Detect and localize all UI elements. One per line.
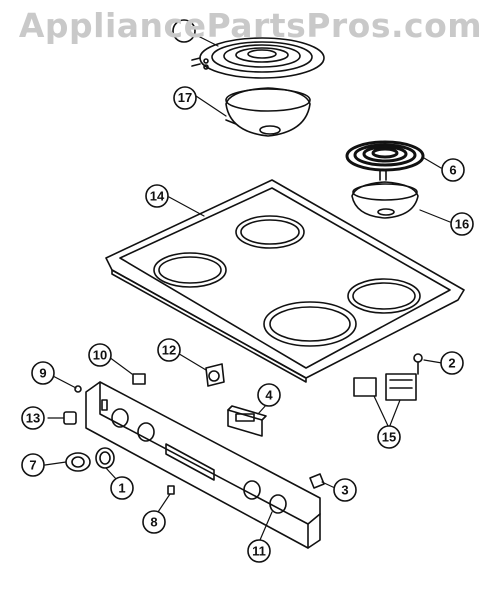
- callout-12-label: 12: [162, 343, 176, 358]
- watermark: AppliancePartsPros.com: [18, 6, 483, 45]
- callout-9-label: 9: [39, 366, 46, 381]
- callout-11: 11: [247, 539, 271, 563]
- callout-17-label: 17: [178, 90, 192, 105]
- callout-6-label: 6: [449, 163, 456, 178]
- drip-bowl-small: [351, 181, 419, 219]
- callout-13-label: 13: [26, 411, 40, 426]
- clip-9: [74, 385, 82, 393]
- surface-element-small: [345, 140, 425, 181]
- callout-15: 15: [377, 425, 401, 449]
- callout-8-label: 8: [150, 515, 157, 530]
- callout-1: 1: [110, 476, 134, 500]
- surface-element-large: [191, 37, 325, 79]
- cooktop-panel: [105, 179, 465, 383]
- leader-lines: [44, 35, 451, 541]
- callout-14: 14: [145, 184, 169, 208]
- callout-6: 6: [441, 158, 465, 182]
- callout-16-label: 16: [455, 217, 469, 232]
- knob-7: [65, 452, 91, 472]
- callout-1-label: 1: [118, 481, 125, 496]
- callout-7: 7: [21, 453, 45, 477]
- callout-17: 17: [173, 86, 197, 110]
- callout-top-element-icon: [172, 19, 196, 43]
- drip-bowl-large: [225, 87, 311, 137]
- callout-8: 8: [142, 510, 166, 534]
- callout-16: 16: [450, 212, 474, 236]
- callout-10: 10: [88, 343, 112, 367]
- callout-10-label: 10: [93, 348, 107, 363]
- screw: [413, 353, 423, 375]
- callout-15-label: 15: [382, 430, 396, 445]
- callout-12: 12: [157, 338, 181, 362]
- callout-2-label: 2: [448, 356, 455, 371]
- clock-timer: [227, 405, 267, 437]
- infinite-switch: [205, 363, 225, 387]
- callout-2: 2: [440, 351, 464, 375]
- callout-13: 13: [21, 406, 45, 430]
- callout-4-label: 4: [265, 388, 273, 403]
- callout-3: 3: [333, 478, 357, 502]
- terminal-blocks: [353, 373, 417, 401]
- callout-4: 4: [257, 383, 281, 407]
- bezel-1: [95, 447, 115, 469]
- callout-9: 9: [31, 361, 55, 385]
- control-panel: [85, 381, 321, 549]
- callout-11-label: 11: [252, 544, 266, 559]
- callout-14-label: 14: [150, 189, 165, 204]
- callout-7-label: 7: [29, 458, 36, 473]
- spring-clip-8: [167, 485, 175, 495]
- callout-3-label: 3: [341, 483, 348, 498]
- lamp-13: [63, 411, 77, 425]
- end-cap-3: [309, 473, 325, 489]
- bracket-10: [132, 373, 146, 385]
